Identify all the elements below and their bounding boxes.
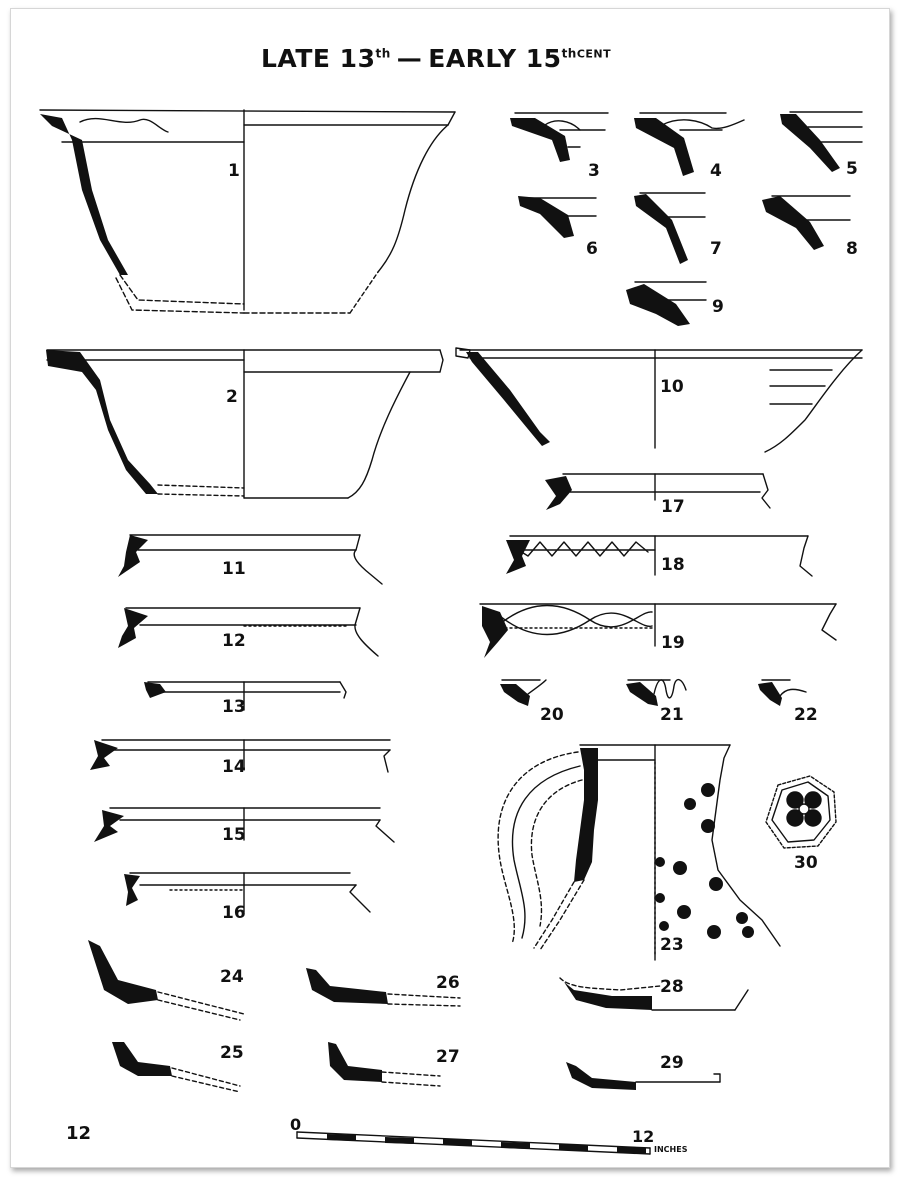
label-23: 23 xyxy=(660,935,684,955)
base-sherd-26 xyxy=(306,968,461,1007)
label-5: 5 xyxy=(846,159,858,179)
label-14: 14 xyxy=(222,757,246,777)
label-7: 7 xyxy=(710,239,722,259)
label-6: 6 xyxy=(586,239,598,259)
label-11: 11 xyxy=(222,559,246,579)
label-13: 13 xyxy=(222,697,246,717)
rim-sherd-6 xyxy=(518,196,597,238)
label-16: 16 xyxy=(222,903,246,923)
jug-23-stamps xyxy=(655,783,754,939)
base-sherd-24 xyxy=(88,940,245,1021)
rim-sherd-8 xyxy=(762,195,851,250)
scale-end-label: 12 xyxy=(632,1127,654,1146)
vessel-13 xyxy=(144,681,347,711)
label-25: 25 xyxy=(220,1043,244,1063)
label-3: 3 xyxy=(588,161,600,181)
vessel-16 xyxy=(124,872,371,913)
base-sherd-28 xyxy=(559,977,749,1011)
label-24: 24 xyxy=(220,967,244,987)
drawing-sheet: LATE 13th—EARLY 15thCENT xyxy=(10,8,890,1168)
label-9: 9 xyxy=(712,297,724,317)
base-sherd-25 xyxy=(112,1042,241,1093)
label-19: 19 xyxy=(661,633,685,653)
base-sherd-27 xyxy=(328,1042,441,1087)
label-8: 8 xyxy=(846,239,858,259)
label-4: 4 xyxy=(710,161,722,181)
label-21: 21 xyxy=(660,705,684,725)
sherd-20 xyxy=(500,679,547,706)
rim-sherd-4 xyxy=(634,112,745,176)
vessel-1 xyxy=(39,109,456,314)
label-2: 2 xyxy=(226,387,238,407)
label-27: 27 xyxy=(436,1047,460,1067)
vessel-18 xyxy=(506,535,813,577)
rim-sherd-9 xyxy=(626,281,707,326)
sherd-21 xyxy=(626,679,687,706)
label-22: 22 xyxy=(794,705,818,725)
vessel-14 xyxy=(90,739,391,773)
vessel-2 xyxy=(46,349,444,499)
label-15: 15 xyxy=(222,825,246,845)
stamp-30 xyxy=(765,775,837,849)
scale-start-label: 0 xyxy=(290,1115,301,1134)
label-26: 26 xyxy=(436,973,460,993)
scale-unit-label: INCHES xyxy=(654,1145,688,1154)
vessel-17 xyxy=(545,473,771,510)
label-17: 17 xyxy=(661,497,685,517)
label-10: 10 xyxy=(660,377,684,397)
label-1: 1 xyxy=(228,161,240,181)
vessel-10 xyxy=(455,347,863,453)
label-29: 29 xyxy=(660,1053,684,1073)
label-30: 30 xyxy=(794,853,818,873)
rim-sherd-7 xyxy=(634,192,706,264)
label-12: 12 xyxy=(222,631,246,651)
vessel-15 xyxy=(94,807,395,843)
label-18: 18 xyxy=(661,555,685,575)
scale-bar xyxy=(296,1131,651,1155)
sherd-22 xyxy=(758,679,807,706)
rim-sherd-3 xyxy=(510,112,609,162)
figure-title: LATE 13th—EARLY 15thCENT xyxy=(261,44,612,73)
rim-sherd-5 xyxy=(780,111,863,172)
vessel-19 xyxy=(479,603,837,658)
page-number: 12 xyxy=(66,1123,92,1144)
figure-labels: 1 3 4 5 6 7 8 9 2 10 17 11 18 12 19 13 2… xyxy=(220,159,858,1073)
base-sherd-29 xyxy=(566,1062,721,1090)
label-28: 28 xyxy=(660,977,684,997)
jug-23 xyxy=(497,744,781,961)
vessel-11 xyxy=(118,534,383,585)
label-20: 20 xyxy=(540,705,564,725)
vessel-12 xyxy=(118,607,379,657)
